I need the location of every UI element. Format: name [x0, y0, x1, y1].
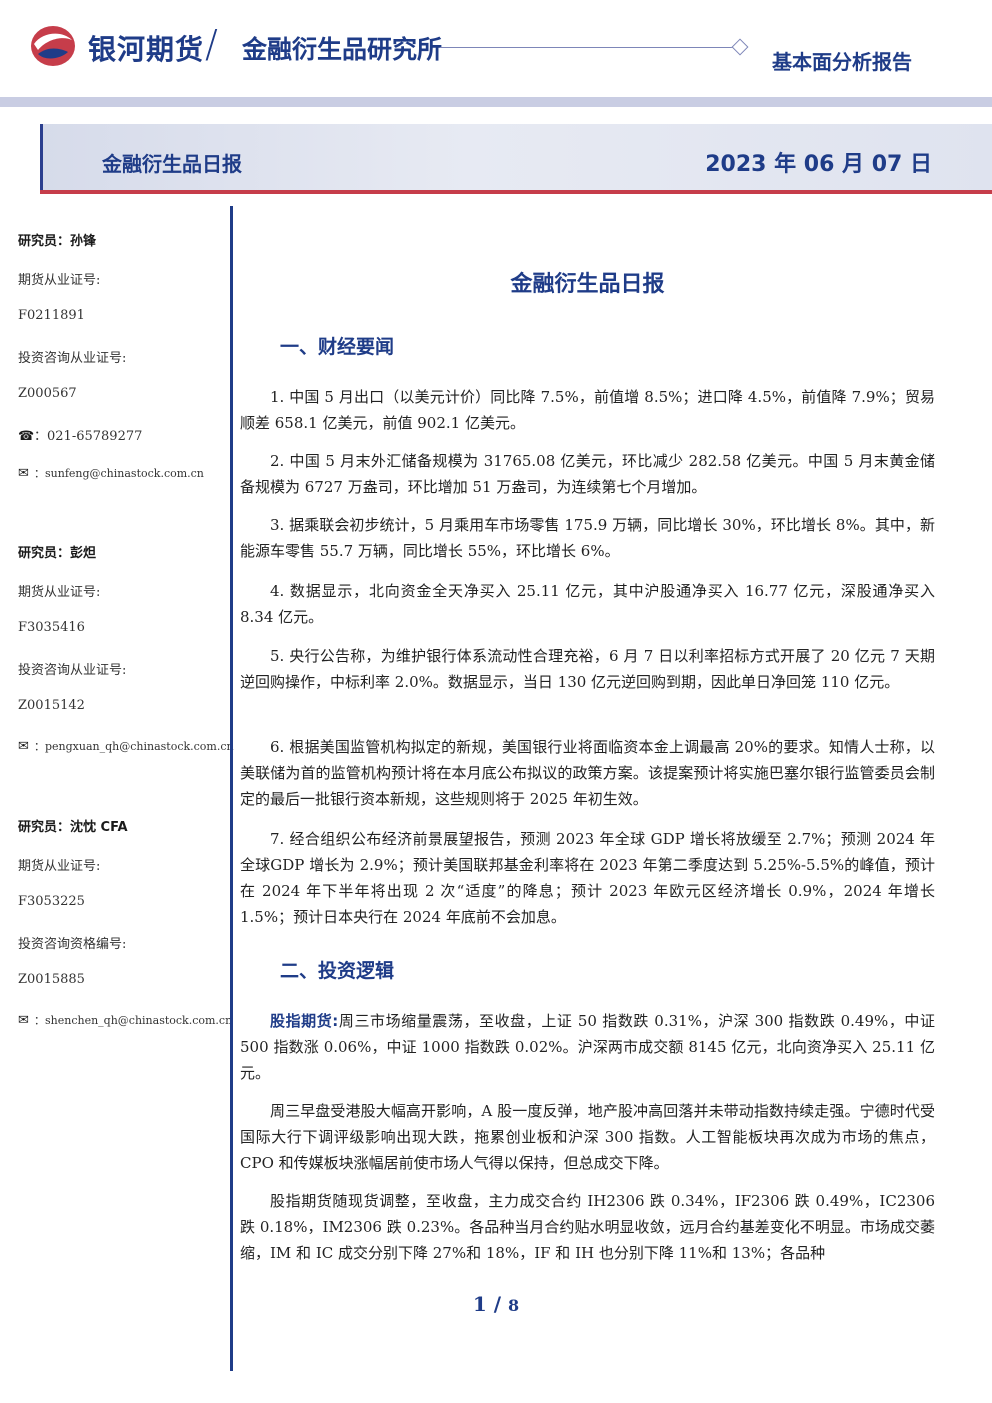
analyst-3-name: 研究员：沈忱 CFA	[18, 820, 128, 835]
analyst-2-cert-no: F3035416	[18, 620, 85, 635]
news-item-4: 4. 数据显示，北向资金全天净买入 25.11 亿元，其中沪股通净买入 16.7…	[240, 582, 935, 626]
title-banner	[40, 124, 992, 192]
analyst-2-advisory-label: 投资咨询从业证号:	[18, 663, 127, 678]
analyst-1-phone-row: ☎：021-65789277	[18, 429, 143, 444]
page-number: 1 / 8	[0, 1292, 992, 1316]
analyst-3-email[interactable]: shenchen_qh@chinastock.com.cn	[45, 1014, 233, 1027]
analyst-1-phone: 021-65789277	[47, 429, 143, 444]
document-title: 金融衍生品日报	[510, 272, 665, 297]
header-slash: /	[205, 22, 218, 66]
analyst-2-email[interactable]: pengxuan_qh@chinastock.com.cn	[45, 740, 234, 753]
analyst-1-advisory-label: 投资咨询从业证号:	[18, 351, 127, 366]
phone-icon: ☎	[18, 429, 35, 444]
page-total: 8	[508, 1296, 520, 1315]
page-current: 1	[472, 1292, 487, 1316]
banner-bottom-rule	[40, 190, 992, 194]
diamond-icon	[731, 38, 749, 56]
sidebar-divider	[230, 206, 233, 1371]
banner-title: 金融衍生品日报	[102, 152, 242, 176]
analyst-2-advisory-no: Z0015142	[18, 698, 85, 713]
analyst-3-advisory-label: 投资咨询资格编号:	[18, 937, 127, 952]
analyst-1-cert-label: 期货从业证号:	[18, 273, 101, 288]
brand-name: 银河期货	[88, 33, 205, 66]
index-futures-lead: 股指期货:	[270, 1012, 339, 1030]
email-icon: ✉	[18, 1013, 29, 1028]
header-rule	[440, 47, 735, 48]
analyst-2-email-row: ✉：pengxuan_qh@chinastock.com.cn	[18, 739, 234, 754]
email-icon: ✉	[18, 466, 29, 481]
news-item-1: 1. 中国 5 月出口（以美元计价）同比降 7.5%，前值增 8.5%；进口降 …	[240, 388, 935, 432]
analyst-1-email[interactable]: sunfeng@chinastock.com.cn	[45, 467, 204, 480]
news-item-6: 6. 根据美国监管机构拟定的新规，美国银行业将面临资本金上调最高 20%的要求。…	[240, 738, 935, 808]
header-band	[0, 97, 992, 107]
section-heading-news: 一、财经要闻	[280, 336, 395, 358]
news-item-7: 7. 经合组织公布经济前景展望报告，预测 2023 年全球 GDP 增长将放缓至…	[240, 830, 935, 926]
report-date: 2023 年 06 月 07 日	[705, 152, 932, 177]
page-header: 银河期货 / 金融衍生品研究所 基本面分析报告	[0, 0, 992, 110]
page-sep: /	[493, 1292, 502, 1316]
analyst-3-email-row: ✉：shenchen_qh@chinastock.com.cn	[18, 1013, 233, 1028]
market-commentary: 周三早盘受港股大幅高开影响，A 股一度反弹，地产股冲高回落并未带动指数持续走强。…	[240, 1102, 935, 1172]
analyst-3-cert-no: F3053225	[18, 894, 85, 909]
futures-commentary: 股指期货随现货调整，至收盘，主力成交合约 IH2306 跌 0.34%，IF23…	[240, 1192, 935, 1262]
news-item-3: 3. 据乘联会初步统计，5 月乘用车市场零售 175.9 万辆，同比增长 30%…	[240, 516, 935, 560]
analyst-1-cert-no: F0211891	[18, 308, 85, 323]
section-heading-logic: 二、投资逻辑	[280, 960, 395, 982]
banner-left-rule	[40, 124, 43, 194]
galaxy-futures-logo-icon	[31, 26, 75, 66]
email-icon: ✉	[18, 739, 29, 754]
index-futures-summary-text: 周三市场缩量震荡，至收盘，上证 50 指数跌 0.31%，沪深 300 指数跌 …	[240, 1012, 935, 1082]
analyst-2-cert-label: 期货从业证号:	[18, 585, 101, 600]
analyst-1-email-row: ✉：sunfeng@chinastock.com.cn	[18, 466, 204, 481]
analyst-3-cert-label: 期货从业证号:	[18, 859, 101, 874]
news-item-2: 2. 中国 5 月末外汇储备规模为 31765.08 亿美元，环比减少 282.…	[240, 452, 935, 496]
news-item-5: 5. 央行公告称，为维护银行体系流动性合理充裕，6 月 7 日以利率招标方式开展…	[240, 647, 935, 691]
index-futures-summary: 股指期货:周三市场缩量震荡，至收盘，上证 50 指数跌 0.31%，沪深 300…	[240, 1008, 935, 1086]
analyst-3-advisory-no: Z0015885	[18, 972, 85, 987]
institute-name: 金融衍生品研究所	[242, 35, 443, 64]
analyst-2-name: 研究员：彭炟	[18, 546, 97, 561]
analyst-1-advisory-no: Z000567	[18, 386, 77, 401]
report-type: 基本面分析报告	[772, 50, 912, 74]
analyst-1-name: 研究员：孙锋	[18, 234, 97, 249]
